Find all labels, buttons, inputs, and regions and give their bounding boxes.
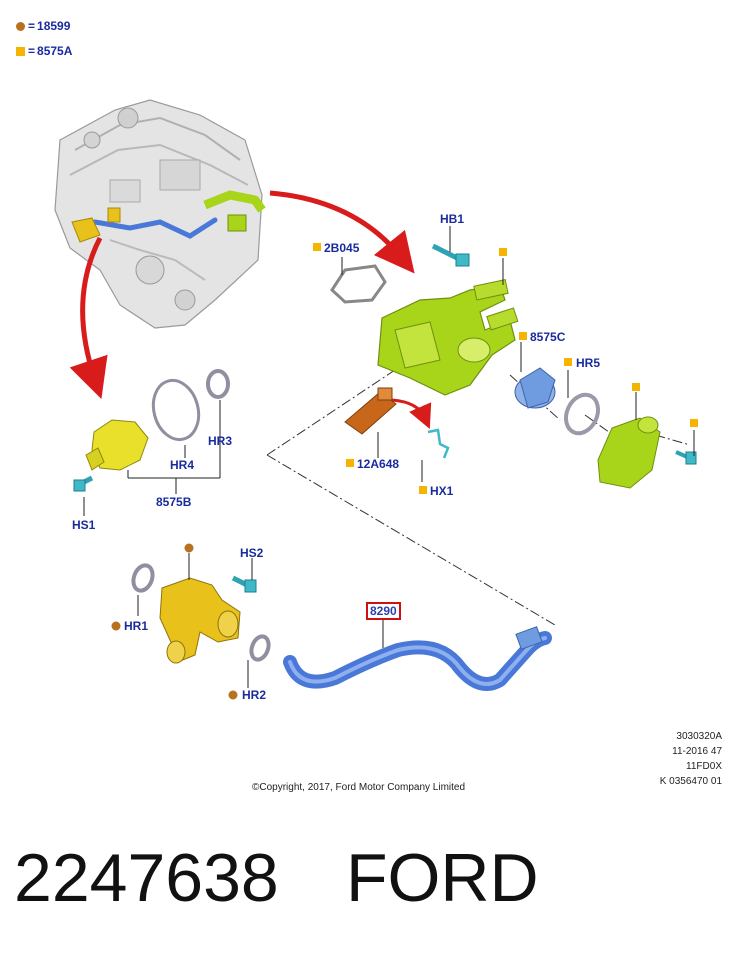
label-hs1: HS1 (72, 518, 96, 532)
label-2b045: 2B045 (324, 241, 360, 255)
label-8290: 8290 (366, 602, 401, 620)
label-hr4: HR4 (170, 458, 195, 472)
label-hr1: HR1 (124, 619, 149, 633)
copyright-notice: ©Copyright, 2017, Ford Motor Company Lim… (252, 782, 466, 793)
legend-circle-row: =18599 (16, 19, 70, 33)
green-housing (377, 279, 519, 396)
hr3-ring (206, 369, 230, 399)
reference-line: 11-2016 47 (672, 746, 722, 757)
legend-square-label: 8575A (37, 44, 73, 58)
yellow-housing-lower (159, 577, 241, 664)
label-8575b: 8575B (156, 495, 192, 509)
hx1-clip (427, 428, 450, 459)
label-8575c: 8575C (530, 330, 566, 344)
brand-name: FORD (346, 840, 539, 916)
circle-marker-icon (16, 22, 25, 31)
label-hb1: HB1 (440, 212, 465, 226)
reference-line: 11FD0X (686, 761, 722, 772)
part-markers (111, 243, 698, 700)
legend-separator: = (28, 44, 36, 58)
label-hr5: HR5 (576, 356, 601, 370)
red-arrow-left (69, 236, 108, 399)
legend-circle-label: 18599 (37, 19, 71, 33)
coolant-pipe-8290 (283, 631, 552, 691)
yellow-outlet-left (85, 419, 149, 471)
green-outlet (597, 416, 661, 489)
hs1-bolt (73, 475, 94, 492)
reference-block: 3030320A 11-2016 47 11FD0X K 0356470 01 (660, 729, 722, 789)
outlet-bolt (675, 450, 697, 465)
red-arrow-sensor (391, 398, 432, 429)
part-number: 2247638 (14, 840, 279, 916)
reference-line: 3030320A (676, 731, 722, 742)
label-hr3: HR3 (208, 434, 233, 448)
thermostat-8575c (514, 367, 556, 409)
hs2-bolt (231, 575, 257, 593)
hr4-ring (151, 378, 201, 442)
label-8290-text: 8290 (366, 602, 401, 620)
hr5-ring (563, 392, 601, 436)
label-hx1: HX1 (430, 484, 454, 498)
label-12a648: 12A648 (357, 457, 400, 471)
label-hr2: HR2 (242, 688, 267, 702)
legend-separator: = (28, 19, 36, 33)
engine-block (54, 99, 266, 329)
hb1-bolt (431, 243, 470, 267)
gasket-2b045 (330, 264, 387, 304)
temperature-sensor (344, 387, 397, 435)
label-hs2: HS2 (240, 546, 264, 560)
red-arrow-right (269, 190, 415, 274)
hr1-ring (131, 563, 155, 593)
legend-square-row: =8575A (16, 44, 72, 58)
hr2-ring (249, 634, 271, 662)
reference-line: K 0356470 01 (659, 776, 722, 787)
circle-marker-icon (184, 543, 194, 553)
square-marker-icon (16, 47, 25, 56)
